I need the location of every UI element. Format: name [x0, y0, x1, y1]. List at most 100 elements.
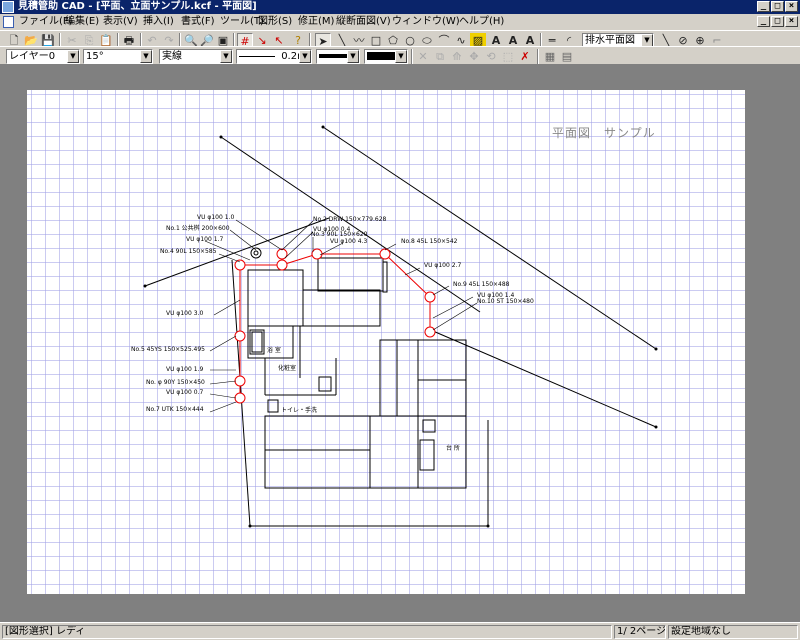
scale-icon[interactable]: ⬚	[502, 50, 514, 63]
help-icon[interactable]: ?	[295, 34, 301, 47]
annotation-label[interactable]: No. φ 90Y 150×450	[146, 379, 205, 386]
chevron-down-icon[interactable]: ▼	[347, 50, 359, 63]
zoom-in-icon[interactable]: 🔍	[184, 34, 198, 47]
duplicate-icon[interactable]: ⧉	[436, 50, 444, 63]
print-icon[interactable]: 🖶	[123, 34, 135, 47]
mirror-icon[interactable]: ⟰	[452, 50, 462, 63]
text-style-icon[interactable]: A	[508, 34, 518, 47]
menu-insert[interactable]: 挿入(I)	[143, 16, 174, 27]
app-icon[interactable]	[2, 1, 14, 13]
fitting-tool-icon[interactable]: ⊕	[695, 34, 705, 47]
menu-shapes[interactable]: 図形(S)	[258, 16, 293, 27]
open-folder-icon[interactable]: 📂	[24, 34, 38, 47]
annotation-label[interactable]: VU φ100 1.0	[197, 214, 235, 221]
annotation-label[interactable]: No.2 DRW 150×779.628	[313, 216, 387, 223]
drain-tool-icon[interactable]: ⊘	[678, 34, 688, 47]
annotation-label[interactable]: No.3 90L 150×620	[311, 231, 368, 238]
title-bar: 見積管助 CAD - [平面、立面サンプル.kcf - 平面図] _ □ ×	[0, 0, 800, 14]
ortho-icon[interactable]: ↖	[274, 34, 284, 47]
chevron-down-icon[interactable]: ▼	[67, 50, 79, 63]
snap-icon[interactable]: ↘	[257, 34, 267, 47]
ellipse-tool-icon[interactable]: ⬭	[422, 34, 432, 47]
annotation-label[interactable]: VU φ100 0.7	[166, 389, 204, 396]
annotation-label[interactable]: No.7 UTK 150×444	[146, 406, 204, 413]
delete-icon[interactable]: ✕	[418, 50, 428, 63]
chevron-down-icon[interactable]: ▼	[140, 50, 152, 63]
arc-tool-icon[interactable]: ⌒	[438, 34, 450, 47]
annotation-label[interactable]: No.5 45YS 150×525.495	[131, 346, 205, 353]
move-icon[interactable]: ✥	[469, 50, 479, 63]
circle-tool-icon[interactable]: ○	[405, 34, 415, 47]
menu-modify[interactable]: 修正(M)	[298, 16, 335, 27]
menu-format[interactable]: 書式(F)	[181, 16, 215, 27]
annotation-leaders	[204, 219, 478, 413]
annotation-label[interactable]: VU φ100 1.4	[477, 292, 515, 299]
redo-icon[interactable]: ↷	[164, 34, 174, 47]
close-button[interactable]: ×	[785, 1, 798, 12]
fill-color-select[interactable]: ▼	[364, 49, 408, 64]
drawing-sheet[interactable]	[27, 90, 745, 594]
layer-select[interactable]: レイヤー0 ▼	[6, 49, 80, 64]
trim-icon[interactable]: ✗	[520, 50, 530, 63]
annotation-label[interactable]: VU φ100 4.3	[330, 238, 368, 245]
line-tool-icon[interactable]: ╲	[338, 34, 346, 47]
copy-icon[interactable]: ⎘	[84, 34, 94, 47]
chevron-down-icon[interactable]: ▼	[220, 50, 232, 63]
doc-close-button[interactable]: ×	[785, 16, 798, 27]
undo-icon[interactable]: ↶	[147, 34, 157, 47]
vertical-text-icon[interactable]: A	[525, 34, 535, 47]
rectangle-tool-icon[interactable]: □	[370, 34, 382, 47]
polygon-tool-icon[interactable]: ⬠	[388, 34, 398, 47]
trap-tool-icon[interactable]: ⌐	[712, 34, 722, 47]
chevron-down-icon[interactable]: ▼	[395, 50, 407, 63]
annotation-label[interactable]: VU φ100 1.9	[166, 366, 204, 373]
double-line-icon[interactable]: ═	[548, 34, 556, 47]
text-tool-icon[interactable]: A	[491, 34, 501, 47]
polyline-tool-icon[interactable]: 〰	[353, 34, 365, 47]
doc-restore-button[interactable]: □	[771, 16, 784, 27]
group-icon[interactable]: ▦	[544, 50, 556, 63]
menu-window[interactable]: ウィンドウ(W)	[392, 16, 460, 27]
menu-view[interactable]: 表示(V)	[103, 16, 138, 27]
public-manhole	[250, 247, 262, 259]
doc-minimize-button[interactable]: _	[757, 16, 770, 27]
annotation-label[interactable]: VU φ100 2.7	[424, 262, 462, 269]
menu-file[interactable]: ファイル(F)	[19, 16, 73, 27]
annotation-label[interactable]: No.1 公共桝 200×600	[166, 225, 230, 232]
chevron-down-icon[interactable]: ▼	[299, 50, 311, 63]
new-file-icon[interactable]: 🗋	[9, 34, 19, 47]
paste-icon[interactable]: 📋	[99, 34, 113, 47]
annotation-label[interactable]: No.10 ST 150×480	[477, 298, 534, 305]
room-label: トイレ・手洗	[281, 407, 318, 414]
chevron-down-icon[interactable]: ▼	[641, 34, 653, 47]
image-tool-icon[interactable]: ▨	[470, 33, 486, 49]
menu-help[interactable]: ヘルプ(H)	[459, 16, 505, 27]
zoom-out-icon[interactable]: 🔎	[200, 34, 214, 47]
annotation-label[interactable]: VU φ100 0.4	[313, 226, 351, 233]
angle-select[interactable]: 15° ▼	[83, 49, 153, 64]
maximize-button[interactable]: □	[771, 1, 784, 12]
cut-icon[interactable]: ✂	[67, 34, 77, 47]
save-icon[interactable]: 💾	[41, 34, 55, 47]
rotate-icon[interactable]: ⟲	[486, 50, 496, 63]
minimize-button[interactable]: _	[757, 1, 770, 12]
annotation-label[interactable]: VU φ100 1.7	[186, 236, 224, 243]
document-icon[interactable]	[3, 16, 14, 28]
annotation-label[interactable]: No.4 90L 150×585	[160, 248, 217, 255]
zoom-fit-icon[interactable]: ▣	[217, 34, 229, 47]
annotation-label[interactable]: No.9 45L 150×488	[453, 281, 510, 288]
ungroup-icon[interactable]: ▤	[561, 50, 573, 63]
status-mode: [図形選択] レディ	[2, 625, 612, 639]
pipe-tool-icon[interactable]: ╲	[662, 34, 670, 47]
curve-tool-icon[interactable]: ∿	[456, 34, 466, 47]
annotation-label[interactable]: VU φ100 3.0	[166, 310, 204, 317]
linewidth-select[interactable]: 0.2mm ▼	[236, 49, 312, 64]
linetype-select[interactable]: 実線 ▼	[159, 49, 233, 64]
arc-wall-icon[interactable]: ◜	[566, 34, 572, 47]
menu-section[interactable]: 縦断面図(V)	[336, 16, 391, 27]
menu-edit[interactable]: 編集(E)	[65, 16, 100, 27]
menu-tools[interactable]: ツール(T)	[220, 16, 264, 27]
status-bar: [図形選択] レディ 1/ 2ページ 設定地域なし	[0, 622, 800, 640]
annotation-label[interactable]: No.8 45L 150×542	[401, 238, 458, 245]
line-color-select[interactable]: ▼	[316, 49, 360, 64]
